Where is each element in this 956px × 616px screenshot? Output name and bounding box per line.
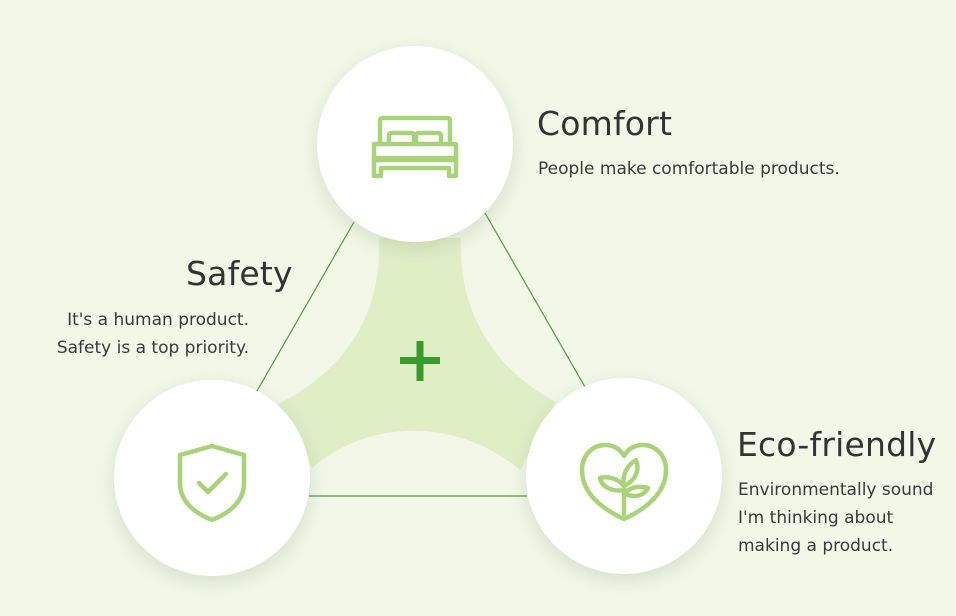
edge-comfort-safety	[256, 221, 355, 392]
eco-description-line: I'm thinking about	[738, 508, 894, 528]
comfort-description: People make comfortable products.	[538, 155, 840, 183]
comfort-circle	[317, 46, 513, 242]
plus-icon	[400, 341, 440, 381]
shield-check-icon	[177, 443, 247, 523]
bed-icon	[371, 115, 459, 179]
edge-comfort-eco	[484, 212, 586, 388]
safety-circle	[114, 380, 310, 576]
safety-description: It's a human product. Safety is a top pr…	[57, 306, 249, 362]
heart-leaf-icon	[579, 442, 669, 522]
eco-description-line: Environmentally sound	[738, 480, 934, 500]
safety-title: Safety	[186, 254, 293, 293]
comfort-title: Comfort	[537, 104, 673, 143]
safety-description-line: Safety is a top priority.	[56, 338, 249, 358]
eco-title: Eco-friendly	[737, 425, 937, 464]
safety-description-line: It's a human product.	[67, 310, 249, 330]
comfort-description-line: People make comfortable products.	[538, 159, 840, 179]
eco-description: Environmentally sound I'm thinking about…	[738, 476, 933, 560]
eco-circle	[526, 378, 722, 574]
eco-description-line: making a product.	[738, 536, 894, 556]
